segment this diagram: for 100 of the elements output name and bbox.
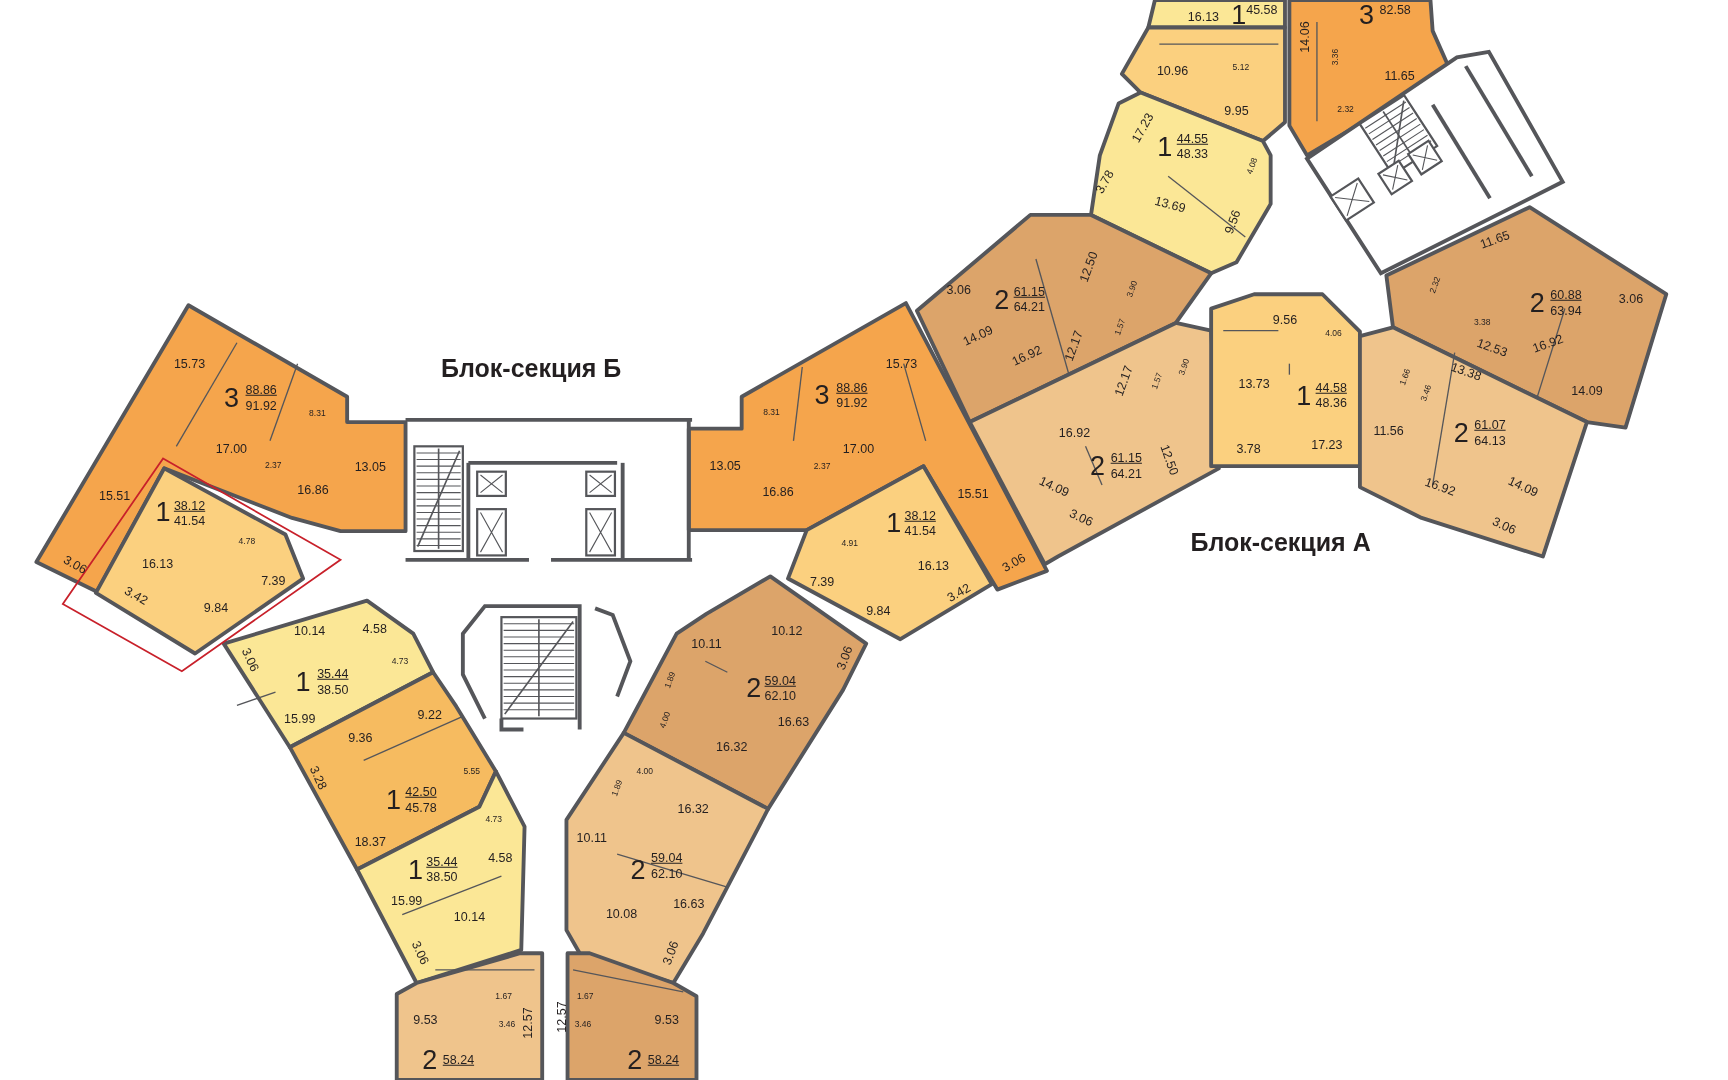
- room-area: 3.06: [1618, 292, 1644, 305]
- room-area: 10.12: [771, 625, 803, 638]
- room-area: 9.56: [1272, 313, 1298, 326]
- room-area: 4.73: [485, 814, 502, 824]
- room-area: 4.00: [636, 767, 653, 776]
- room-area: 14.06: [1298, 21, 1312, 54]
- room-area: 12.57: [555, 1001, 569, 1033]
- room-area: 4.73: [391, 656, 409, 666]
- room-area: 3.90: [1176, 357, 1191, 377]
- room-area: 2.37: [813, 461, 831, 471]
- room-area: 17.00: [842, 442, 875, 455]
- room-count: 1: [155, 498, 171, 526]
- room-area: 3.06: [661, 939, 682, 967]
- room-area: 3.78: [1236, 442, 1261, 455]
- apartment-area: 60.88: [1550, 289, 1582, 302]
- room-area: 3.36: [1330, 49, 1339, 66]
- room-area: 15.99: [391, 895, 423, 908]
- apartment-area: 35.44: [426, 855, 458, 869]
- room-count: 2: [1453, 419, 1469, 447]
- room-area: 16.13: [917, 560, 950, 573]
- room-count: 2: [746, 674, 762, 702]
- room-area: 4.06: [1325, 328, 1342, 338]
- room-area: 16.86: [297, 484, 329, 497]
- apartment-area: 42.50: [405, 786, 437, 799]
- room-area: 4.58: [488, 852, 513, 865]
- room-area: 9.53: [654, 1014, 679, 1027]
- room-count: 2: [994, 286, 1010, 314]
- room-area: 3.28: [307, 764, 330, 792]
- room-area: 13.73: [1238, 377, 1270, 390]
- apartment-area: 38.50: [426, 870, 458, 884]
- room-area: 9.95: [1224, 105, 1249, 118]
- room-area: 3.06: [239, 646, 261, 674]
- room-area: 11.56: [1373, 424, 1404, 438]
- room-area: 3.06: [946, 283, 971, 297]
- room-area: 3.46: [498, 1019, 516, 1029]
- room-count: 3: [814, 381, 830, 408]
- apartment-area: 64.13: [1474, 434, 1506, 448]
- room-area: 3.06: [409, 939, 431, 967]
- room-area: 16.92: [1010, 343, 1044, 369]
- room-count: 1: [1231, 1, 1247, 29]
- room-area: 10.96: [1156, 64, 1189, 77]
- room-area: 14.09: [960, 323, 995, 349]
- room-area: 12.53: [1475, 337, 1509, 360]
- room-count: 1: [407, 856, 423, 883]
- room-area: 7.39: [809, 575, 835, 589]
- room-area: 16.92: [1058, 426, 1091, 440]
- room-count: 1: [886, 509, 902, 537]
- room-area: 16.63: [777, 715, 810, 729]
- room-area: 4.91: [841, 539, 858, 548]
- apartment-area: 44.55: [1176, 132, 1209, 146]
- room-area: 1.89: [610, 778, 624, 798]
- room-count: 1: [1296, 382, 1312, 410]
- room-count: 2: [422, 1046, 438, 1074]
- room-area: 15.73: [885, 357, 918, 370]
- room-area: 15.51: [957, 487, 989, 500]
- room-area: 2.37: [265, 460, 282, 470]
- room-count: 3: [1359, 1, 1375, 29]
- room-area: 10.11: [576, 831, 607, 844]
- room-area: 14.09: [1571, 384, 1603, 398]
- room-area: 17.00: [215, 442, 248, 455]
- room-area: 15.73: [173, 357, 206, 370]
- section-title: Блок-секция Б: [441, 355, 622, 381]
- room-count: 1: [1157, 133, 1173, 161]
- room-area: 16.63: [673, 897, 705, 910]
- room-area: 3.06: [61, 553, 89, 577]
- room-area: 16.86: [762, 485, 794, 498]
- room-area: 9.84: [203, 602, 229, 615]
- room-area: 16.92: [1423, 475, 1458, 499]
- room-area: 13.69: [1153, 194, 1188, 216]
- apartment-area: 59.04: [764, 674, 796, 688]
- room-area: 5.55: [463, 767, 480, 776]
- room-area: 1.67: [576, 992, 594, 1001]
- apartment-area: 91.92: [836, 397, 868, 410]
- room-area: 9.22: [417, 708, 442, 722]
- room-area: 3.06: [1000, 551, 1028, 575]
- room-area: 15.51: [98, 489, 131, 503]
- room-area: 2.32: [1337, 104, 1354, 114]
- room-area: 13.05: [354, 461, 386, 474]
- room-area: 4.78: [238, 536, 256, 546]
- room-area: 1.57: [1112, 318, 1127, 337]
- apartment-area: 48.33: [1176, 148, 1209, 161]
- room-area: 12.17: [1112, 364, 1136, 399]
- room-area: 1.66: [1398, 367, 1412, 387]
- room-count: 2: [1090, 452, 1106, 480]
- room-area: 10.14: [294, 625, 326, 638]
- room-area: 12.57: [521, 1007, 535, 1039]
- room-count: 1: [385, 786, 401, 814]
- room-area: 3.06: [1067, 507, 1095, 529]
- apartment-area: 38.50: [317, 683, 349, 697]
- apartment-area: 88.86: [245, 383, 277, 397]
- apartment-area: 61.15: [1013, 285, 1045, 299]
- apartment-area: 41.54: [173, 515, 206, 528]
- room-area: 1.89: [663, 670, 677, 690]
- room-area: 9.53: [413, 1014, 438, 1027]
- room-count: 2: [630, 856, 646, 883]
- room-area: 14.09: [1036, 474, 1071, 500]
- section-title: Блок-секция А: [1190, 529, 1371, 555]
- apartment-area: 64.21: [1013, 301, 1045, 314]
- apartment-area: 45.58: [1246, 3, 1278, 17]
- apartment-area: 62.10: [764, 690, 796, 703]
